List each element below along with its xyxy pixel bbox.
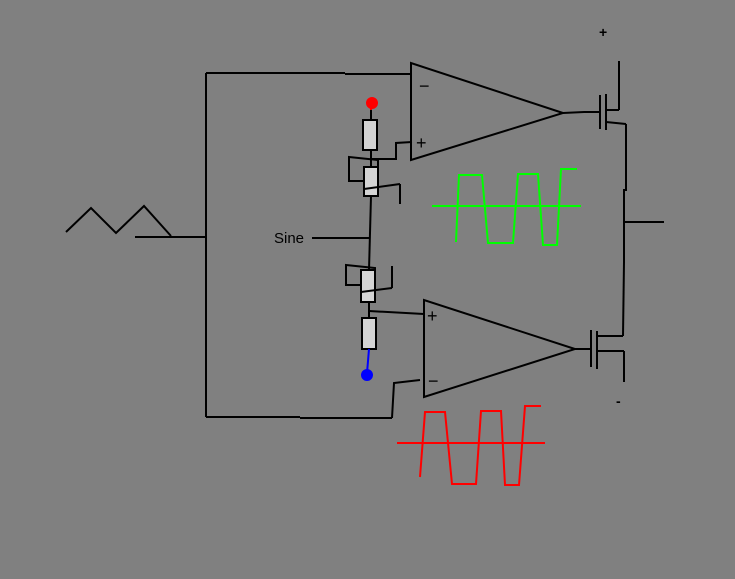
supply-positive-label: + xyxy=(599,24,607,40)
waveform-upper xyxy=(432,168,581,246)
potentiometer-lower xyxy=(360,269,376,303)
opamp-upper-body xyxy=(410,61,567,162)
supply-negative-label: - xyxy=(616,393,621,409)
opamp-upper-plus-label: + xyxy=(416,133,427,153)
opamp-upper: − + xyxy=(410,61,567,162)
terminal-top-dot xyxy=(366,97,378,109)
terminal-bottom xyxy=(361,348,373,381)
bias-network xyxy=(312,104,425,350)
output-stage xyxy=(562,61,664,382)
potentiometer-upper xyxy=(363,166,379,197)
input-bus-wires xyxy=(205,72,421,419)
opamp-upper-minus-label: − xyxy=(419,76,430,96)
opamp-lower-minus-label: − xyxy=(428,371,439,391)
opamp-lower: + − xyxy=(423,298,579,399)
terminal-top xyxy=(366,97,378,110)
resistor-bottom xyxy=(361,317,377,350)
triangle-wave-input xyxy=(65,204,206,238)
terminal-bottom-dot xyxy=(361,369,373,381)
resistor-top xyxy=(362,119,378,151)
waveform-lower xyxy=(397,405,545,486)
sine-label: Sine xyxy=(274,230,304,247)
opamp-lower-body xyxy=(423,298,579,399)
opamp-lower-plus-label: + xyxy=(427,306,438,326)
